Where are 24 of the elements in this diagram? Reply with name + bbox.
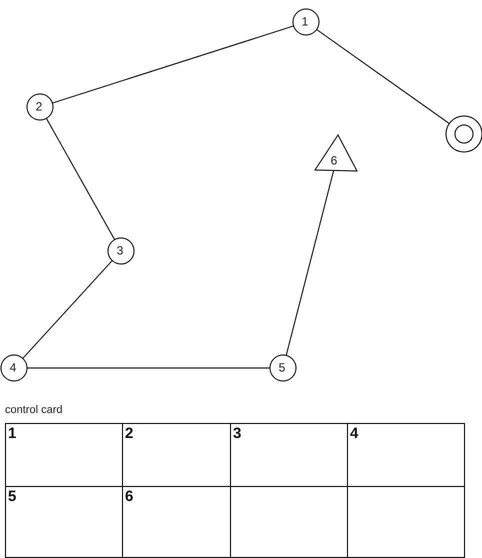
course-line [52,25,294,104]
control-number: 2 [125,425,134,442]
control-circle [0,354,28,382]
course-line [22,260,113,359]
control-number: 6 [330,154,338,168]
control-number: 3 [233,425,242,442]
control-number: 4 [350,425,358,442]
control-number: 5 [278,362,286,374]
control-number: 1 [8,425,16,442]
triangle-marker [315,135,357,171]
control-number: 2 [36,100,42,114]
control-number: 5 [8,488,16,505]
course-line [316,29,450,124]
course-line [286,170,334,356]
control-number: 3 [116,244,124,258]
control-circle [292,8,320,36]
control-number: 4 [10,362,16,374]
control-circle [107,237,135,265]
control-circle [26,93,54,121]
card-caption: control card [5,404,62,417]
control-circle [269,354,297,382]
control-number: 6 [125,488,134,505]
course-line [46,118,116,240]
control-number: 1 [302,16,308,28]
